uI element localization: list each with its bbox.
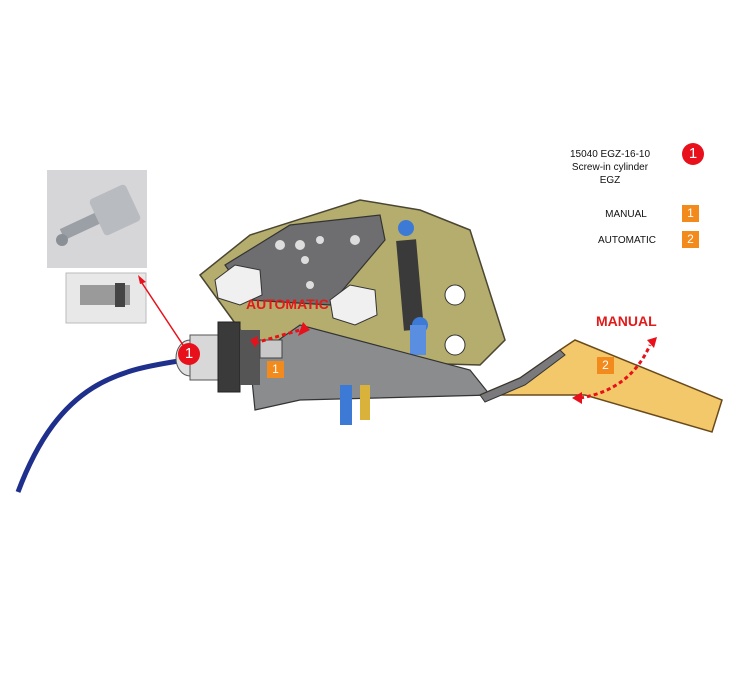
manual-arrow: [579, 344, 652, 400]
legend-automatic-badge: 2: [682, 231, 699, 248]
part-number: 15040 EGZ-16-10: [569, 149, 651, 160]
legend-part-badge: 1: [682, 143, 704, 165]
cable: [15, 357, 186, 493]
automatic-callout-badge: 1: [267, 361, 284, 378]
manual-callout-badge: 2: [597, 357, 614, 374]
legend-manual-label: MANUAL: [605, 209, 647, 220]
callout-line: [139, 279, 186, 349]
legend-automatic-label: AUTOMATIC: [598, 235, 656, 246]
automatic-callout-label: AUTOMATIC: [246, 296, 329, 312]
legend-manual-badge: 1: [682, 205, 699, 222]
cylinder-photo-inset: [47, 170, 147, 324]
spring: [396, 220, 428, 355]
legend-part-info: 15040 EGZ-16-10 Screw-in cylinder EGZ: [560, 148, 660, 187]
part-name: Screw-in cylinder: [571, 162, 649, 173]
part-series: EGZ: [599, 175, 621, 186]
manual-callout-label: MANUAL: [596, 313, 657, 329]
automatic-arrow: [254, 328, 301, 345]
cylinder-callout-badge: 1: [178, 343, 200, 365]
